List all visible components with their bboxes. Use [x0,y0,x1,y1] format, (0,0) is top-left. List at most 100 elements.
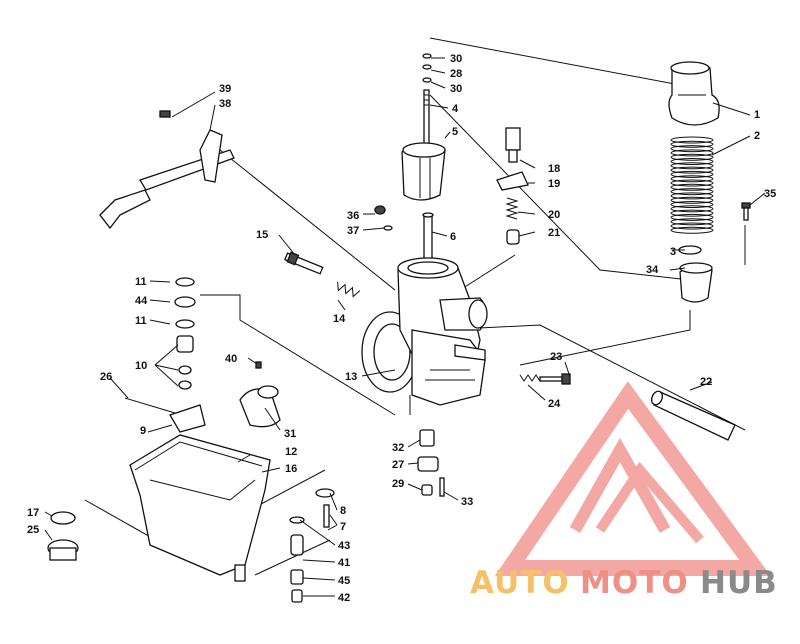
logo-inner-a [569,437,671,533]
part-6-tube [422,212,434,266]
watermark-hub: HUB [700,565,778,601]
spring-coil [670,183,714,191]
callout-10: 10 [135,360,147,372]
callout-28: 28 [450,68,462,80]
spring-coil [670,201,714,208]
callout-labels: 1 2 3 4 5 6 7 8 9 10 11 11 12 13 14 15 1… [27,53,776,604]
callout-13: 13 [345,371,357,383]
carburetor-body [361,257,488,406]
callout-16: 16 [285,463,297,475]
spring-coil [670,149,714,157]
callout-40: 40 [225,353,237,365]
spring-coil [670,209,714,217]
callout-24: 24 [548,398,561,410]
part-22-cylinder [650,390,736,441]
part-1-cap [668,61,720,126]
spring-coil [670,218,714,226]
callout-12: 12 [285,446,297,458]
callout-4: 4 [452,103,459,115]
callout-43: 43 [338,540,350,552]
callout-44: 44 [135,295,148,307]
callout-1: 1 [754,109,760,121]
callout-33: 33 [461,496,473,508]
spring-coil [670,192,714,200]
callout-8: 8 [340,505,346,517]
part-14-spring [337,281,361,298]
part-16-float-bowl [129,434,271,582]
part-26-pin [124,397,176,414]
callout-7: 7 [340,521,346,533]
part-34-housing [679,262,713,303]
spring-coil [670,158,714,165]
watermark-logo [494,381,771,576]
parts-23-24-screw [519,373,571,385]
spring-coil [670,145,714,153]
callout-22: 22 [700,376,712,388]
spring-coil [670,213,714,221]
callout-38: 38 [219,98,231,110]
spring-coil [670,222,714,230]
callout-30b: 30 [450,83,462,95]
callout-41: 41 [338,557,350,569]
watermark-auto: AUTO [470,565,570,601]
callout-23: 23 [550,351,562,363]
spring-coil [670,162,714,170]
callout-35: 35 [764,188,776,200]
parts-36-37-fitting [374,205,393,231]
callout-11a: 11 [135,276,147,288]
callout-2: 2 [754,130,760,142]
part-5-slide [401,142,446,201]
callout-19: 19 [548,178,560,190]
part-2-spring [670,136,714,234]
part-31-float [239,385,281,428]
spring-coil [670,140,714,148]
callout-37: 37 [347,225,359,237]
parts-17-25-plug [47,511,79,561]
spring-coil [670,196,714,204]
part-15-screw [284,251,324,275]
callout-21: 21 [548,227,560,239]
part-35-screw [741,202,751,221]
callout-30a: 30 [450,53,462,65]
callout-leaders [44,57,766,597]
callout-20: 20 [548,209,560,221]
callout-32: 32 [392,442,404,454]
callout-9: 9 [140,425,146,437]
callout-11b: 11 [135,315,147,327]
spring-coil [670,153,714,161]
callout-6: 6 [450,231,456,243]
part-40-screw [255,361,262,369]
watermark-text: AUTO MOTO HUB [470,565,778,601]
callout-31: 31 [284,428,296,440]
parts-18-21-jet-assembly [496,127,529,245]
logo-inner-m [595,461,704,544]
callout-18: 18 [548,163,560,175]
callout-5: 5 [452,126,458,138]
part-9-arm [169,404,206,433]
callout-27: 27 [392,459,404,471]
watermark-moto: MOTO [580,565,689,601]
callout-39: 39 [219,83,231,95]
spring-coil [670,175,714,183]
logo-triangle [494,381,771,576]
parts-38-39-lever [99,110,235,230]
parts-7-8-41-45 [289,488,335,603]
callout-25: 25 [27,524,39,536]
callout-36: 36 [347,210,359,222]
callout-14: 14 [333,313,346,325]
spring-coil [670,188,714,196]
callout-15: 15 [256,229,268,241]
parts-27-29-32-33 [417,429,445,497]
spring-coil [670,179,714,187]
callout-34: 34 [646,264,659,276]
spring-coil [670,170,714,178]
spring-coil [670,205,714,213]
parts-10-11-44 [174,277,196,390]
spring-coil [670,166,714,174]
callout-26: 26 [100,371,112,383]
parts-28-30-washers [422,53,432,83]
spring-coil [670,226,714,234]
callout-42: 42 [338,592,350,604]
assembly-guides [84,37,746,576]
